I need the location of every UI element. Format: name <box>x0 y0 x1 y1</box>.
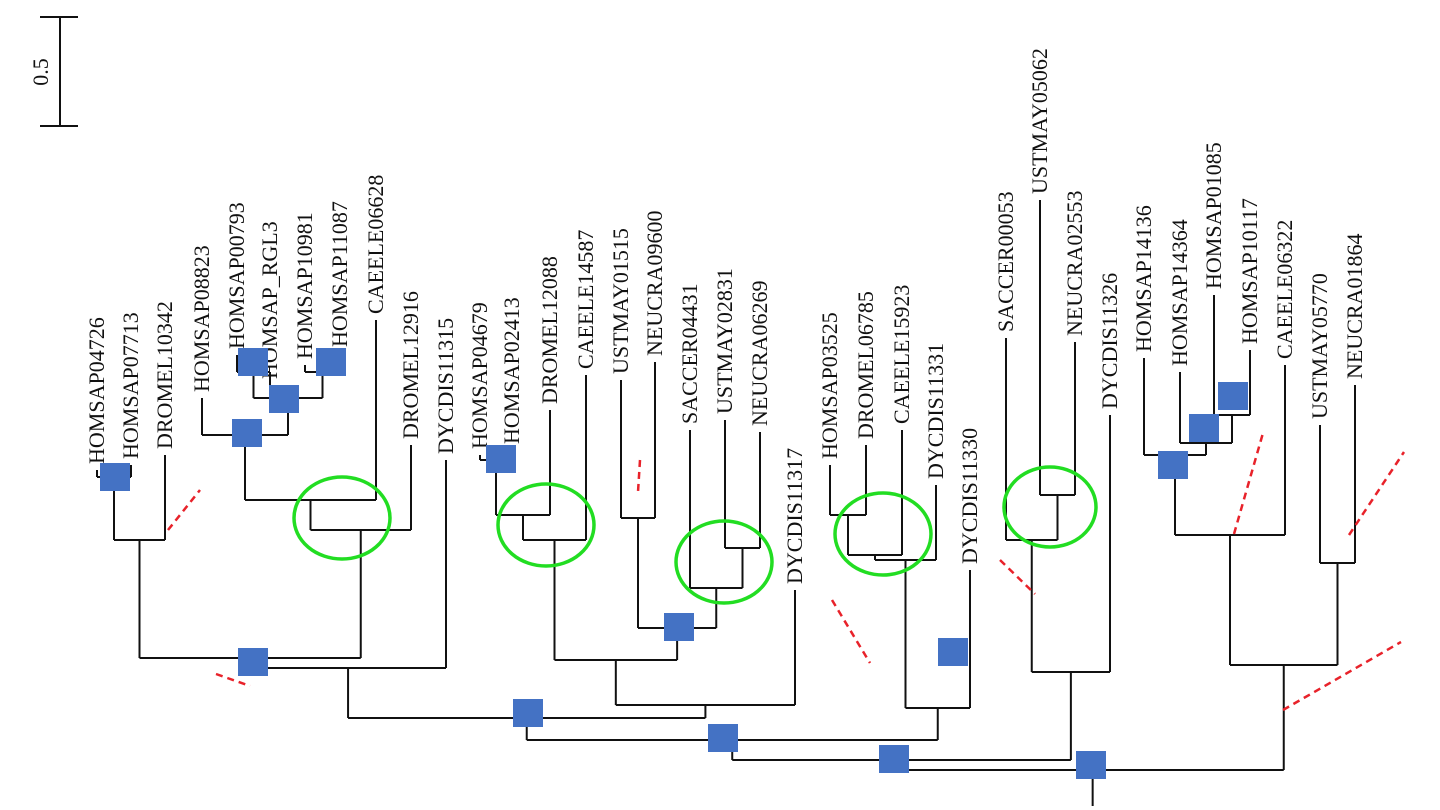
gene-loss-marks <box>167 432 1406 712</box>
leaf-label: HOMSAP02413 <box>499 297 524 444</box>
duplication-node <box>238 348 268 376</box>
leaf-label: HOMSAP10117 <box>1237 198 1262 344</box>
leaf-label: HOMSAP11087 <box>327 201 352 347</box>
speciation-circle <box>674 519 774 605</box>
leaf-label: HOMSAP01085 <box>1201 142 1226 289</box>
speciation-circle <box>292 475 392 561</box>
duplication-node <box>269 385 299 413</box>
leaf-label: NEUCRA06269 <box>747 281 772 426</box>
duplication-node <box>664 613 694 641</box>
leaf-label: HOMSAP08823 <box>189 245 214 392</box>
leaf-label: CAEELE06322 <box>1272 220 1297 359</box>
gene-loss-mark <box>999 559 1036 595</box>
leaf-label: DYCDIS11331 <box>923 343 948 479</box>
leaf-labels: HOMSAP04726 HOMSAP07713 DROMEL10342 HOMSAP0… <box>84 48 1367 584</box>
leaf-label: NEUCRA01864 <box>1342 234 1367 379</box>
leaf-label: DROMEL12916 <box>398 291 423 439</box>
duplication-node <box>708 724 738 752</box>
scale-bar: 0.5 <box>28 16 78 127</box>
duplication-node <box>316 348 346 376</box>
leaf-label: DYCDIS11317 <box>782 448 807 584</box>
leaf-label: HOMSAP04679 <box>467 302 492 449</box>
leaf-label: HOMSAP04726 <box>84 317 109 464</box>
speciation-circle <box>833 491 933 577</box>
leaf-label: DROMEL06785 <box>853 291 878 439</box>
gene-loss-mark <box>1282 640 1402 712</box>
speciation-circle <box>496 482 596 568</box>
duplication-node <box>879 745 909 773</box>
duplication-node <box>1076 751 1106 779</box>
duplication-node <box>938 638 968 666</box>
leaf-label: USTMAY05062 <box>1027 48 1052 194</box>
leaf-label: HOMSAP07713 <box>118 312 143 459</box>
leaf-label: HOMSAP14364 <box>1167 219 1192 366</box>
leaf-label: DYCDIS11315 <box>433 318 458 454</box>
duplication-nodes <box>100 348 1248 779</box>
leaf-label: CAEELE14587 <box>573 230 598 369</box>
duplication-node <box>513 699 543 727</box>
leaf-label: USTMAY01515 <box>608 228 633 374</box>
gene-loss-mark <box>167 489 201 531</box>
gene-loss-mark <box>830 599 872 664</box>
duplication-node <box>100 463 130 491</box>
leaf-label: DROMEL12088 <box>537 256 562 404</box>
leaf-label: NEUCRA02553 <box>1062 191 1087 336</box>
leaf-label: USTMAY05770 <box>1307 273 1332 419</box>
leaf-label: DYCDIS11326 <box>1097 273 1122 409</box>
leaf-label: HOMSAP10981 <box>292 212 317 359</box>
duplication-node <box>1158 451 1188 479</box>
leaf-label: NEUCRA09600 <box>642 211 667 356</box>
leaf-label: CAEELE15923 <box>889 285 914 424</box>
gene-loss-mark <box>215 672 251 688</box>
duplication-node <box>1218 382 1248 410</box>
leaf-label: SACCER04431 <box>677 283 702 424</box>
leaf-label: USTMAY02831 <box>712 268 737 414</box>
gene-loss-mark <box>1232 432 1265 535</box>
leaf-label: HOMSAP14136 <box>1131 205 1156 352</box>
leaf-label: SACCER00053 <box>993 191 1018 332</box>
duplication-node <box>232 419 262 447</box>
gene-loss-mark <box>1347 451 1406 536</box>
duplication-node <box>1189 414 1219 442</box>
gene-loss-mark <box>636 459 642 493</box>
scale-bar-label: 0.5 <box>28 58 53 86</box>
leaf-label: HOMSAP03525 <box>817 312 842 459</box>
speciation-circles <box>292 465 1098 605</box>
tree-branches <box>96 200 1356 806</box>
duplication-node <box>486 445 516 473</box>
leaf-label: DROMEL10342 <box>152 301 177 449</box>
leaf-label: HOMSAP00793 <box>224 202 249 349</box>
duplication-node <box>238 648 268 676</box>
leaf-label: CAEELE06628 <box>363 175 388 314</box>
speciation-circle <box>1002 465 1098 549</box>
leaf-label: DYCDIS11330 <box>957 428 982 564</box>
